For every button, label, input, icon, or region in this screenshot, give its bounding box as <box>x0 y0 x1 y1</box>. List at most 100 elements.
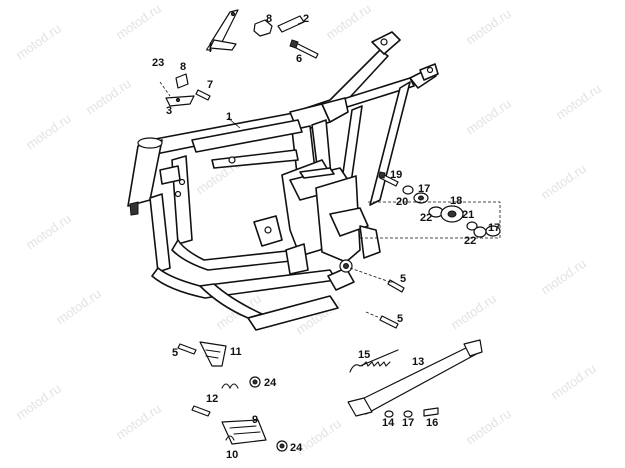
callout-1: 1 <box>226 111 232 123</box>
footrest-11-ridges <box>205 349 221 359</box>
bolt-16 <box>423 407 439 417</box>
nut-24-lower-hole <box>279 443 285 449</box>
callout-18: 18 <box>450 195 462 207</box>
bolt-5-left <box>177 343 197 355</box>
frame-bolt-hole <box>174 190 182 198</box>
bracket-hole <box>175 97 181 103</box>
callout-24-upper: 24 <box>264 377 277 389</box>
spring-15 <box>349 349 399 373</box>
bolt-left-lower <box>191 405 211 417</box>
bracket-hole <box>230 11 236 17</box>
swingarm-pivot-hole <box>343 263 349 269</box>
leader-2 <box>297 21 304 25</box>
watermark: motod.ru <box>23 111 74 153</box>
pivot-gusset <box>329 207 369 237</box>
small-parts <box>159 9 501 452</box>
spring-15-coil <box>361 361 391 367</box>
frame-bolt-hole <box>228 156 236 164</box>
washer-17 <box>403 410 413 418</box>
bracket-4-foot <box>209 39 237 51</box>
callout-10: 10 <box>226 449 238 461</box>
callout-24-lower: 24 <box>290 442 303 454</box>
side-stand-foot <box>347 397 373 417</box>
spring-12 <box>221 383 239 390</box>
callout-17-stand: 17 <box>402 417 414 429</box>
callout-21: 21 <box>462 209 474 221</box>
side-stand-pivot <box>463 339 483 357</box>
footrest-11 <box>199 341 227 367</box>
callout-20: 20 <box>396 196 408 208</box>
callout-13: 13 <box>412 356 424 368</box>
frame-skid-rail <box>247 295 339 331</box>
frame-down-tube-left <box>149 193 171 273</box>
nut-8-upper <box>253 19 273 37</box>
frame-lower-rail-left <box>151 267 337 299</box>
bracket-3 <box>165 95 195 107</box>
assembly-line <box>159 81 171 97</box>
callout-5-middle: 5 <box>400 273 406 285</box>
leader-1 <box>227 117 241 129</box>
leader-lines <box>227 21 394 283</box>
watermark: motod.ru <box>538 161 589 203</box>
frame-bolt-hole <box>178 178 186 186</box>
spring-10 <box>225 435 235 441</box>
callout-8-lower: 8 <box>180 61 186 73</box>
assembly-line <box>349 267 391 283</box>
bearing-18-hole <box>447 210 457 218</box>
footrest-mount <box>285 243 309 275</box>
watermark: motod.ru <box>463 96 514 138</box>
bolt-7 <box>195 89 211 101</box>
callout-15: 15 <box>358 349 370 361</box>
frame-lower-rail-right <box>171 239 301 271</box>
frame-drawing <box>127 31 439 331</box>
watermark: motod.ru <box>548 361 599 403</box>
callout-17-top: 17 <box>418 183 430 195</box>
shock-mount <box>359 225 381 259</box>
watermark: motod.ru <box>13 381 64 423</box>
watermark: motod.ru <box>113 1 164 43</box>
callout-4: 4 <box>206 43 213 55</box>
bolt-5-middle <box>387 279 405 293</box>
frame-middle-brace <box>211 149 299 169</box>
frame-top-spar <box>191 119 303 153</box>
callout-11: 11 <box>230 346 242 358</box>
callout-3: 3 <box>166 105 172 117</box>
callout-23: 23 <box>152 57 164 69</box>
callout-7: 7 <box>207 79 213 91</box>
watermark: motod.ru <box>553 81 604 123</box>
callout-9: 9 <box>252 414 258 426</box>
callout-16: 16 <box>426 417 438 429</box>
pivot-crossbar <box>299 167 335 179</box>
callout-22-left: 22 <box>420 212 432 224</box>
assembly-line <box>360 201 501 239</box>
steering-lock-tab <box>129 201 139 216</box>
steering-head-top <box>137 137 163 149</box>
watermark: motod.ru <box>463 406 514 448</box>
watermark: motod.ru <box>323 1 374 43</box>
spacer-21 <box>466 221 478 231</box>
callout-12: 12 <box>206 393 218 405</box>
nut-24-upper-hole <box>252 379 258 385</box>
watermark: motod.ru <box>23 211 74 253</box>
bolt-6-head <box>289 39 299 49</box>
seat-stay-rear <box>369 81 411 206</box>
washer-20 <box>402 185 414 195</box>
callout-2: 2 <box>303 13 309 25</box>
callout-5-lower: 5 <box>397 313 403 325</box>
bracket-2 <box>277 15 305 33</box>
rear-mount-tab-hole <box>426 66 434 74</box>
assembly-line <box>365 311 381 319</box>
watermark: motod.ru <box>113 401 164 443</box>
callouts: 1 2 3 4 5 5 5 6 7 8 8 9 10 11 12 13 14 1… <box>152 13 500 461</box>
engine-mount-hole <box>264 226 272 234</box>
callout-14: 14 <box>382 417 395 429</box>
callout-6: 6 <box>296 53 302 65</box>
callout-8-upper: 8 <box>266 13 272 25</box>
watermark: motod.ru <box>53 286 104 328</box>
frame-rear-lower-node <box>327 267 355 291</box>
washer-14 <box>384 410 394 418</box>
watermark: motod.ru <box>83 76 134 118</box>
watermark: motod.ru <box>538 256 589 298</box>
